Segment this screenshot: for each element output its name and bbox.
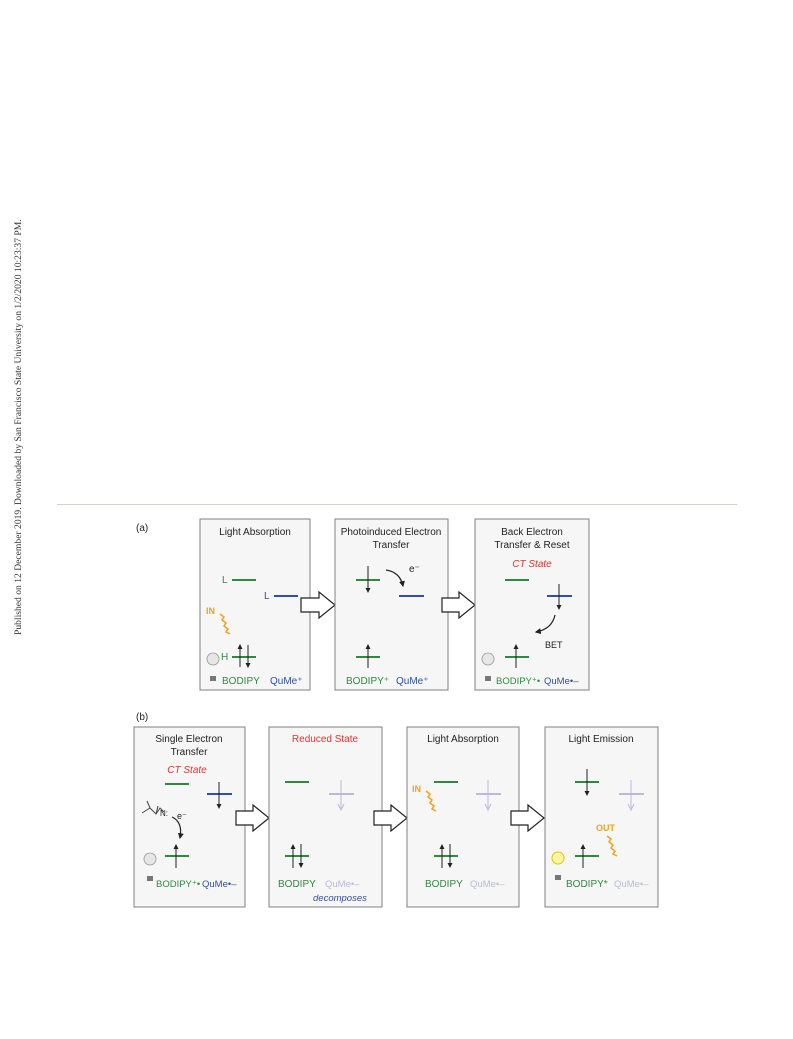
- bet-label: BET: [545, 640, 563, 650]
- panel-b-label: (b): [136, 712, 148, 723]
- box-title: Light Absorption: [427, 734, 499, 745]
- panel-a-box-light-absorption: Light Absorption L L IN H BODIPY QuMe⁺: [199, 518, 311, 691]
- panel-a-label: (a): [136, 523, 148, 534]
- ct-state-label: CT State: [167, 765, 207, 776]
- box-title-line2: Transfer: [171, 747, 209, 758]
- homo-label: H: [221, 652, 228, 663]
- donor-label: BODIPY⁺: [346, 676, 389, 687]
- light-in-label: IN: [206, 606, 215, 616]
- donor-label: BODIPY: [425, 879, 463, 890]
- box-title: Light Absorption: [219, 527, 291, 538]
- step-arrow-icon: [300, 590, 336, 620]
- acceptor-label: QuMe•–: [202, 879, 237, 890]
- electron-transfer-arrow-icon: [385, 569, 405, 588]
- acceptor-label: QuMe•–: [544, 676, 579, 687]
- panel-b-box-light-emission: Light Emission OUT BODIPY* QuMe•–: [544, 726, 659, 908]
- panel-b-box-reduced-state: Reduced State BODIPY QuMe•– decomposes: [268, 726, 383, 908]
- amine-label: N:: [160, 809, 168, 818]
- acceptor-label: QuMe⁺: [396, 676, 429, 687]
- box-title-line1: Photoinduced Electron: [341, 527, 442, 538]
- donor-label: BODIPY: [278, 879, 316, 890]
- step-arrow-icon: [235, 803, 270, 833]
- light-out-label: OUT: [596, 823, 616, 833]
- donor-label: BODIPY*: [566, 879, 608, 890]
- panel-a-box-back-electron-transfer: Back Electron Transfer & Reset CT State …: [474, 518, 590, 691]
- step-arrow-icon: [373, 803, 408, 833]
- light-in-label: IN: [412, 784, 421, 794]
- box-title-line2: Transfer & Reset: [494, 540, 569, 551]
- panel-b-box-single-electron-transfer: Single Electron Transfer CT State N: e⁻ …: [133, 726, 246, 908]
- step-arrow-icon: [510, 803, 545, 833]
- panel-b-box-light-absorption: Light Absorption IN BODIPY QuMe•–: [406, 726, 520, 908]
- bet-arrow-icon: [534, 614, 556, 635]
- ct-state-label: CT State: [512, 559, 552, 570]
- donor-label: BODIPY⁺•: [496, 676, 540, 687]
- box-title-line1: Back Electron: [501, 527, 563, 538]
- acceptor-label: QuMe⁺: [270, 676, 303, 687]
- donor-label: BODIPY: [222, 676, 260, 687]
- box-title: Reduced State: [292, 734, 359, 745]
- box-title-line2: Transfer: [373, 540, 411, 551]
- panel-a-box-photoinduced-electron-transfer: Photoinduced Electron Transfer e⁻ BODIPY…: [334, 518, 449, 691]
- donor-label: BODIPY⁺•: [156, 879, 200, 890]
- electron-label: e⁻: [177, 811, 187, 821]
- page-divider: [57, 504, 737, 505]
- acceptor-label: QuMe•–: [470, 879, 505, 890]
- box-title: Light Emission: [568, 734, 633, 745]
- lumo-label: L: [222, 575, 228, 586]
- decomposes-note: decomposes: [313, 893, 367, 904]
- step-arrow-icon: [441, 590, 476, 620]
- acceptor-label: QuMe•–: [614, 879, 649, 890]
- electron-transfer-arrow-icon: [171, 816, 184, 840]
- acceptor-label: QuMe•–: [325, 879, 360, 890]
- lumo2-label: L: [264, 591, 270, 602]
- electron-label: e⁻: [409, 564, 420, 575]
- box-title-line1: Single Electron: [155, 734, 222, 745]
